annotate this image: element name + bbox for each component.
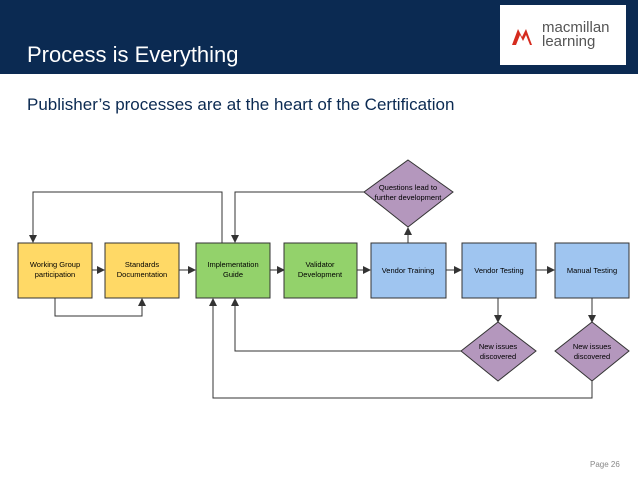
page-number: Page 26 [590,460,620,469]
node-label-line: New issues [479,342,518,351]
macmillan-logo-icon [512,29,532,45]
node-label-line: New issues [573,342,612,351]
node-label-line: Questions lead to [379,183,437,192]
node-label-line: Documentation [117,270,167,279]
header-bar: Process is Everything macmillan learning [0,0,638,74]
node-vendor-training: Vendor Training [370,242,447,299]
node-label-line: participation [35,270,75,279]
edge-issues-2-to-guide [209,298,593,399]
node-vendor-testing: Vendor Testing [461,242,537,299]
node-label-line: discovered [574,352,610,361]
edge-wg-to-standards-bottom [54,298,146,317]
node-label-line: further development [375,193,443,202]
connectors [29,191,596,399]
node-label-line: discovered [480,352,516,361]
node-manual-testing: Manual Testing [554,242,630,299]
edge-issues-1-to-guide [231,298,461,352]
node-label-line: Implementation [207,260,258,269]
node-label-line: Vendor Training [382,266,435,275]
node-label-line: Validator [305,260,335,269]
macmillan-logo: macmillan learning [500,5,626,65]
node-label-line: Manual Testing [567,266,617,275]
edge-guide-loop-to-wg [29,191,223,243]
node-label-line: Standards [125,260,159,269]
edge-questions-to-guide [231,191,364,243]
node-label-line: Working Group [30,260,80,269]
logo-line-2: learning [542,33,596,50]
node-label-line: Development [298,270,343,279]
slide-title: Process is Everything [27,42,239,67]
logo-text: macmillan learning [542,19,610,50]
logo-line-1: macmillan [542,19,610,36]
node-label-line: Vendor Testing [474,266,523,275]
node-label-line: Guide [223,270,243,279]
slide-subtitle: Publisher’s processes are at the heart o… [27,95,455,114]
